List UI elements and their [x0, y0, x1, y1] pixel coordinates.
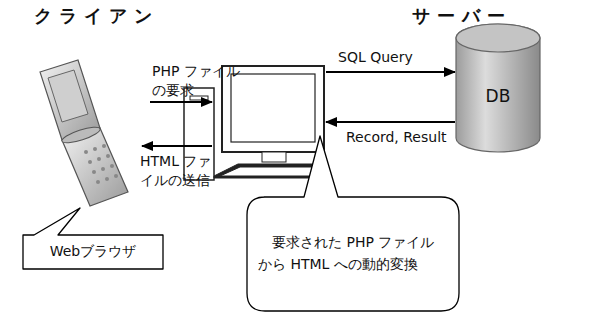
- arrow-label: HTML ファイルの送信: [140, 152, 224, 190]
- arrow-label: PHP ファイルの要求: [152, 62, 244, 100]
- node-text: Webブラウザ: [50, 242, 137, 262]
- callout-bubble: 要求された PHP ファイルから HTML への動的変換: [246, 196, 460, 312]
- bubble-outline: [246, 196, 460, 312]
- callout-bubble: Webブラウザ: [22, 234, 164, 270]
- arrow-label: SQL Query: [338, 48, 448, 67]
- node-text: 要求された PHP ファイルから HTML への動的変換: [258, 232, 448, 275]
- arrow-label: Record, Result: [346, 128, 466, 147]
- database-cylinder: DB: [455, 24, 541, 152]
- column-heading: クライアン: [34, 4, 159, 28]
- mobile-phone: [40, 60, 128, 206]
- node-text: DB: [486, 85, 511, 109]
